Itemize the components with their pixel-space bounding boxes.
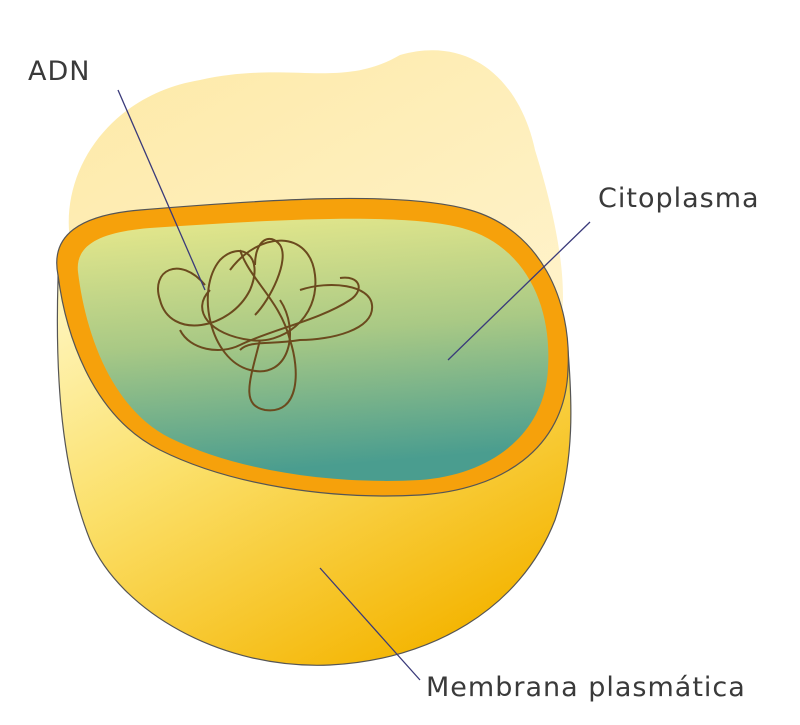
cytoplasm (77, 218, 549, 481)
dna-leader-line (117, 89, 206, 291)
cytoplasm-label: Citoplasma (598, 183, 760, 214)
membrane-label: Membrana plasmática (426, 672, 746, 703)
dna-label: ADN (28, 56, 91, 87)
dna-strand (157, 238, 374, 412)
cytoplasm-leader-line (447, 221, 591, 361)
membrane-leader-line (319, 567, 421, 681)
